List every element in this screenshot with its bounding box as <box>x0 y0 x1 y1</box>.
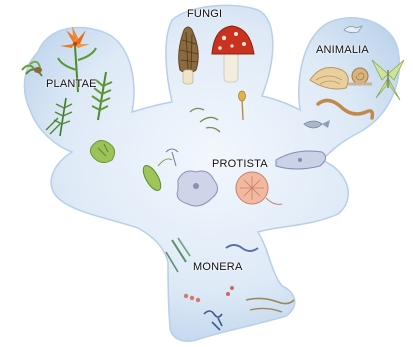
animalia-label: ANIMALIA <box>316 44 369 56</box>
protista-label: PROTISTA <box>212 158 268 170</box>
plantae-label: PLANTAE <box>46 78 97 90</box>
monera-label: MONERA <box>193 261 242 273</box>
fungi-label: FUNGI <box>187 8 222 20</box>
